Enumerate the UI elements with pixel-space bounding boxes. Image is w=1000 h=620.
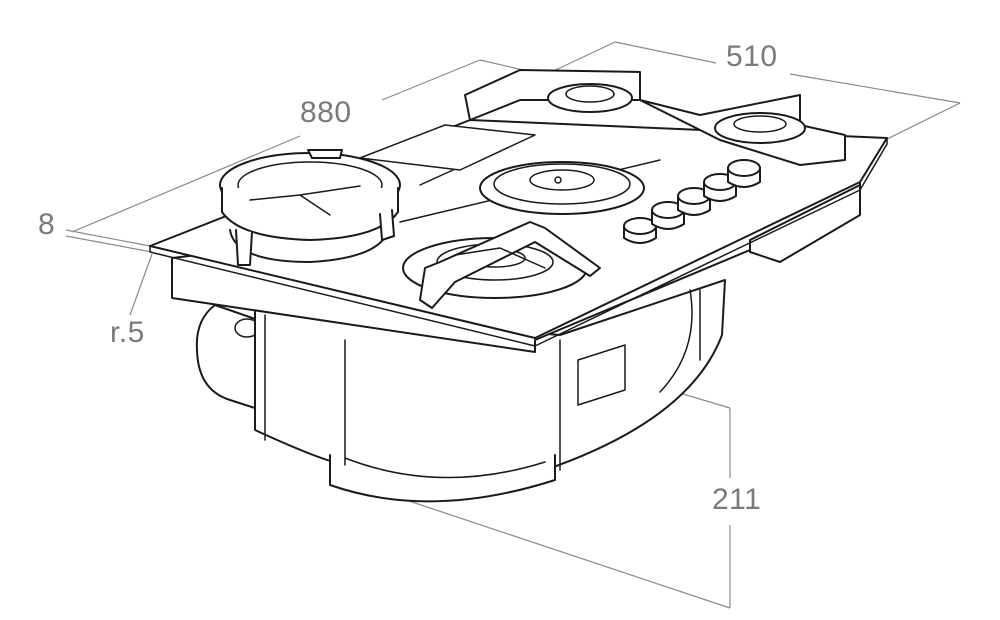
knob-5-top bbox=[727, 159, 761, 177]
back-left-burner bbox=[464, 69, 641, 121]
plate-frame-right bbox=[749, 184, 861, 263]
dim-line-510-b bbox=[789, 73, 961, 104]
dim-line-510-a bbox=[614, 41, 717, 64]
wok-burner bbox=[219, 149, 401, 266]
front-burner bbox=[402, 221, 601, 309]
glass-top-edge bbox=[149, 137, 888, 347]
wok-burner-tab bbox=[307, 149, 343, 159]
wok-burner-leg-left bbox=[235, 229, 253, 266]
dim-line-8-b bbox=[65, 235, 153, 253]
dimension-label-depth: 510 bbox=[726, 40, 778, 73]
back-right-burner-cap bbox=[733, 115, 787, 133]
dim-ext-211-bottom bbox=[399, 497, 731, 609]
dim-ext-510-left bbox=[544, 41, 616, 76]
dim-line-8-a bbox=[65, 229, 151, 247]
front-burner-grid-arm bbox=[454, 247, 546, 269]
hob-housing bbox=[195, 279, 726, 503]
back-right-burner bbox=[639, 94, 846, 166]
housing-right-curve bbox=[659, 289, 693, 393]
housing-side-panel bbox=[577, 344, 626, 406]
knob-3[interactable] bbox=[677, 187, 711, 216]
control-knobs bbox=[623, 159, 761, 244]
knob-5[interactable] bbox=[727, 159, 761, 188]
dimension-label-width: 880 bbox=[300, 96, 352, 129]
centre-burner-dot bbox=[554, 176, 562, 184]
front-burner-grid bbox=[419, 221, 601, 309]
centre-burner bbox=[479, 161, 645, 215]
dimension-label-height: 211 bbox=[712, 483, 762, 516]
dim-line-880-b bbox=[381, 59, 481, 101]
dim-leader-r5 bbox=[129, 253, 153, 316]
wok-burner-supports bbox=[249, 185, 361, 216]
dim-ext-510-right bbox=[884, 102, 961, 141]
dimension-label-thickness: 8 bbox=[38, 208, 56, 241]
back-left-burner-cap bbox=[565, 85, 615, 103]
dim-line-880-a bbox=[71, 135, 301, 233]
wok-burner-leg-right bbox=[379, 209, 395, 241]
centre-burner-cap bbox=[529, 169, 595, 191]
housing-base-rim bbox=[344, 457, 546, 479]
back-panel bbox=[359, 124, 536, 171]
dimension-label-radius: r.5 bbox=[110, 316, 145, 349]
